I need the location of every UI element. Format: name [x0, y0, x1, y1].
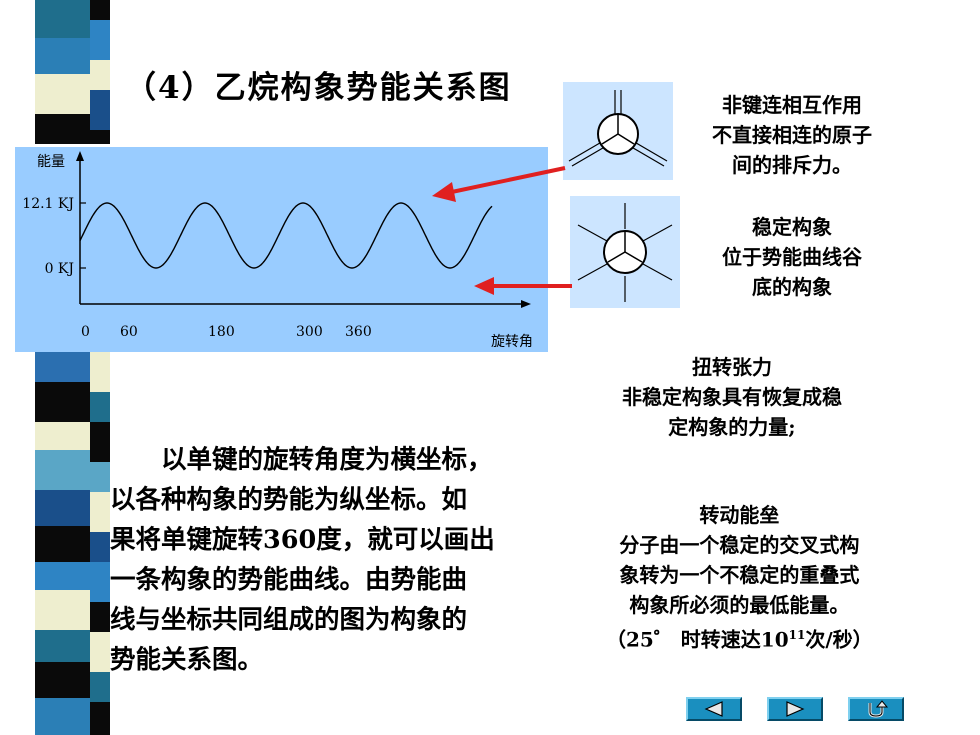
- rate-prefix: （25゜ 时转速达10: [606, 627, 789, 652]
- body-paragraph: 以单键的旋转角度为横坐标， 以各种构象的势能为纵坐标。如 果将单键旋转360度，…: [110, 440, 590, 680]
- x-tick-label: 60: [120, 324, 138, 340]
- arrow-to-peak-head: [432, 182, 456, 202]
- note-line: 转动能垒: [699, 503, 780, 527]
- y-axis-label: 能量: [37, 154, 65, 170]
- note-line: 底的构象: [752, 275, 832, 299]
- body-line: 一条构象的势能曲线。由势能曲: [110, 565, 468, 595]
- energy-chart: 能量 旋转角 12.1 KJ 0 KJ 0 60 180 300 360: [15, 147, 548, 352]
- staggered-note: 稳定构象 位于势能曲线谷 底的构象: [722, 212, 862, 302]
- body-line: 势能关系图。: [110, 645, 264, 675]
- x-axis-arrow: [521, 300, 531, 308]
- y-tick-label: 12.1 KJ: [22, 196, 74, 212]
- barrier-note: 转动能垒 分子由一个稳定的交叉式构 象转为一个不稳定的重叠式 构象所必须的最低能…: [606, 500, 873, 655]
- note-line: 稳定构象: [752, 215, 832, 239]
- note-line: （25゜ 时转速达1011次/秒）: [606, 620, 873, 655]
- body-line: 以各种构象的势能为纵坐标。如: [110, 485, 468, 515]
- body-line: 果将单键旋转360度，就可以画出: [110, 525, 495, 555]
- note-line: 间的排斥力。: [732, 153, 852, 177]
- note-line: 扭转张力: [692, 355, 772, 379]
- rate-exponent: 11: [788, 628, 806, 642]
- return-button[interactable]: [848, 697, 904, 721]
- x-tick-label: 180: [208, 324, 235, 340]
- left-triangle-icon: [704, 701, 723, 717]
- x-axis-label: 旋转角: [491, 334, 533, 350]
- note-line: 构象所必须的最低能量。: [629, 593, 850, 617]
- arrow-to-peak: [446, 166, 566, 195]
- body-line: 线与坐标共同组成的图为构象的: [110, 605, 468, 635]
- x-tick-label: 0: [81, 324, 90, 340]
- note-line: 象转为一个不稳定的重叠式: [619, 563, 860, 587]
- right-triangle-icon: [786, 701, 805, 717]
- x-tick-label: 300: [296, 324, 323, 340]
- rate-suffix: 次/秒）: [805, 627, 873, 652]
- newman-staggered-icon: [570, 196, 680, 308]
- slide-title: （4）乙烷构象势能关系图: [125, 70, 512, 106]
- prev-button[interactable]: [686, 697, 742, 721]
- y-tick-label: 0 KJ: [45, 261, 74, 277]
- return-icon: [868, 700, 889, 718]
- eclipsed-note: 非键连相互作用 不直接相连的原子 间的排斥力。: [712, 90, 872, 180]
- next-button[interactable]: [767, 697, 823, 721]
- note-line: 分子由一个稳定的交叉式构: [619, 533, 860, 557]
- torsion-note: 扭转张力 非稳定构象具有恢复成稳 定构象的力量;: [622, 352, 842, 442]
- y-axis-arrow: [76, 151, 84, 161]
- body-line: 以单键的旋转角度为横坐标，: [110, 445, 493, 475]
- x-tick-label: 360: [345, 324, 372, 340]
- note-line: 非键连相互作用: [722, 93, 862, 117]
- note-line: 非稳定构象具有恢复成稳: [622, 385, 842, 409]
- note-line: 位于势能曲线谷: [722, 245, 862, 269]
- note-line: 不直接相连的原子: [712, 123, 872, 147]
- decorative-stripe-bar: [0, 0, 110, 735]
- chart-background: [15, 147, 548, 352]
- energy-curve: [79, 202, 493, 269]
- note-line: 定构象的力量;: [668, 415, 796, 439]
- newman-eclipsed-icon: [563, 82, 673, 180]
- arrow-to-valley-head: [474, 277, 494, 295]
